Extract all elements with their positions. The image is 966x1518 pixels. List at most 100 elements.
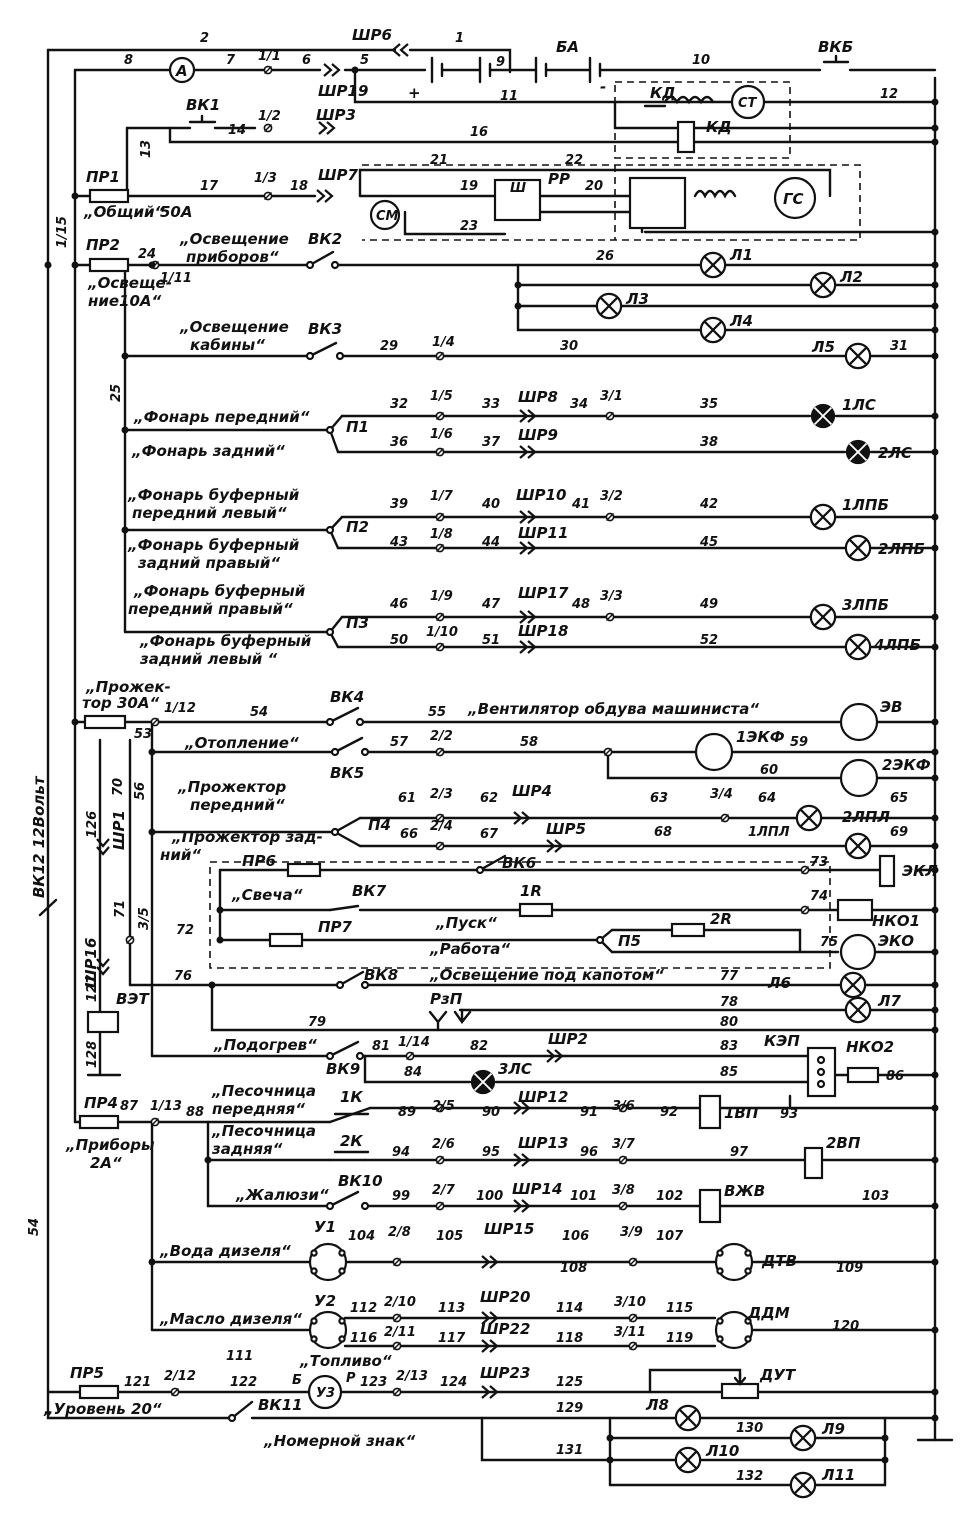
lamp-label: 3ЛПБ xyxy=(842,596,889,614)
wire-label: 8 xyxy=(124,53,133,68)
wire-label: 104 xyxy=(348,1229,375,1244)
vk7-label: ВК7 xyxy=(352,882,387,900)
wire-label: 88 xyxy=(186,1105,204,1120)
terminal-label: 2/6 xyxy=(432,1137,455,1152)
wire-label: 42 xyxy=(699,497,718,512)
bufer-label: „Фонарь буферный xyxy=(133,582,306,600)
terminal-label: 2/4 xyxy=(430,819,453,834)
lamp-l10-icon xyxy=(674,1446,702,1474)
resistor-1r xyxy=(518,902,554,918)
u3-pin-label: Б xyxy=(292,1373,302,1388)
wire-label: 16 xyxy=(470,125,488,140)
connector-label: ШР6 xyxy=(352,26,392,44)
wire-label: 30 xyxy=(560,339,578,354)
terminal-label: 2/13 xyxy=(396,1369,428,1384)
vk3-label: ВК3 xyxy=(308,320,342,338)
pusk-label: „Пуск“ xyxy=(435,914,497,932)
lamp-l7-icon xyxy=(844,996,872,1024)
heater-2ekf-icon xyxy=(839,758,879,798)
battery-plus: + xyxy=(408,84,421,102)
lamp-label: 2ЛПБ xyxy=(878,540,925,558)
wire-label: 100 xyxy=(476,1189,503,1204)
wire-label: 36 xyxy=(390,435,408,450)
lamp-label: 1ЛПЛ xyxy=(748,825,790,840)
terminal-label: 3/4 xyxy=(710,787,733,802)
lamp-label: Л5 xyxy=(811,338,835,356)
sand-rear-label: „Песочница xyxy=(211,1122,316,1140)
wire-label: 107 xyxy=(656,1229,684,1244)
terminal-label: 3/2 xyxy=(600,489,623,504)
vk2-label: ВК2 xyxy=(308,230,342,248)
wire-label: 123 xyxy=(360,1375,387,1390)
vzhv-valve xyxy=(698,1188,722,1224)
sm-motor-icon xyxy=(369,199,401,231)
u3-pin-label: Р xyxy=(346,1371,356,1386)
connector-label: ШР5 xyxy=(546,820,586,838)
p5-label: П5 xyxy=(618,932,641,950)
pribory-label: 2А“ xyxy=(90,1154,122,1172)
bufer-label: „Фонарь буферный xyxy=(127,486,300,504)
labels: 2 1 ШР6 8 А 7 1/1 6 5 ШР19 + 9 11 БА - 1… xyxy=(27,26,938,1484)
osv10a-label: „Освеще- xyxy=(87,274,172,292)
wire-label: 24 xyxy=(138,247,156,262)
wire-label: 78 xyxy=(720,995,738,1010)
lamp-l9-icon xyxy=(789,1424,817,1452)
sensor-dut xyxy=(720,1382,760,1400)
lamp-label: Л11 xyxy=(821,1466,855,1484)
gauge-u2-icon xyxy=(308,1310,348,1350)
wire-label: 33 xyxy=(482,397,500,412)
wire-label: 122 xyxy=(230,1375,257,1390)
terminal-label: 3/3 xyxy=(600,589,623,604)
vet-coil xyxy=(86,1010,120,1034)
bufer-label: „Фонарь буферный xyxy=(127,536,300,554)
wire-label: 125 xyxy=(556,1375,583,1390)
wires xyxy=(46,48,954,1487)
wire-label: 37 xyxy=(482,435,501,450)
lamp-2ls-icon xyxy=(844,438,872,466)
wire-label: 105 xyxy=(436,1229,463,1244)
pribory-label: „Приборы xyxy=(65,1136,155,1154)
wire-label: 66 xyxy=(400,827,418,842)
nko2-sensor xyxy=(846,1066,880,1084)
eko-motor-icon xyxy=(839,933,877,971)
wire-label: 29 xyxy=(380,339,398,354)
wire-label: 90 xyxy=(482,1105,500,1120)
wire-label: 76 xyxy=(174,969,192,984)
rzp-label: РзП xyxy=(430,990,463,1008)
vk1-label: ВК1 xyxy=(186,96,220,114)
u2-label: У2 xyxy=(314,1292,336,1310)
lamp-l8-icon xyxy=(674,1404,702,1432)
wire-label: 39 xyxy=(390,497,408,512)
wire-label: 11 xyxy=(500,89,518,104)
wire-label: 52 xyxy=(700,633,718,648)
wire-label: 48 xyxy=(571,597,590,612)
wire-label: 63 xyxy=(650,791,668,806)
terminal-label: 1/8 xyxy=(430,527,453,542)
terminal-label: 3/8 xyxy=(612,1183,635,1198)
fuse-rating: 50А xyxy=(160,203,192,221)
wire-label: 111 xyxy=(226,1349,253,1364)
wire-label: 83 xyxy=(720,1039,738,1054)
u1-label: У1 xyxy=(314,1218,336,1236)
connector-label: ШР9 xyxy=(518,426,558,444)
terminal-label: 1/4 xyxy=(432,335,455,350)
lamp-label: Л9 xyxy=(821,1420,845,1438)
starter-label: СТ xyxy=(738,96,758,111)
ammeter-label: А xyxy=(175,62,188,80)
wire-label: 80 xyxy=(720,1015,738,1030)
connector-label: ШР18 xyxy=(518,622,568,640)
gs-label: ГС xyxy=(783,190,804,208)
bufer-label: передний левый“ xyxy=(132,504,287,522)
vk8-label: ВК8 xyxy=(364,966,398,984)
wire-label: 103 xyxy=(862,1189,889,1204)
battery-icon xyxy=(430,56,602,84)
proj-fuse-label: тор 30А“ xyxy=(82,694,159,712)
wire-label: 56 xyxy=(133,782,148,800)
nko2-label: НКО2 xyxy=(846,1038,894,1056)
terminal-label: 1/13 xyxy=(150,1099,182,1114)
kd-label: КД xyxy=(650,84,676,102)
sensor-dtv-icon xyxy=(714,1242,754,1282)
wire-label: 22 xyxy=(565,153,583,168)
wire-label: 106 xyxy=(562,1229,589,1244)
connector-label: ШР22 xyxy=(480,1320,530,1338)
